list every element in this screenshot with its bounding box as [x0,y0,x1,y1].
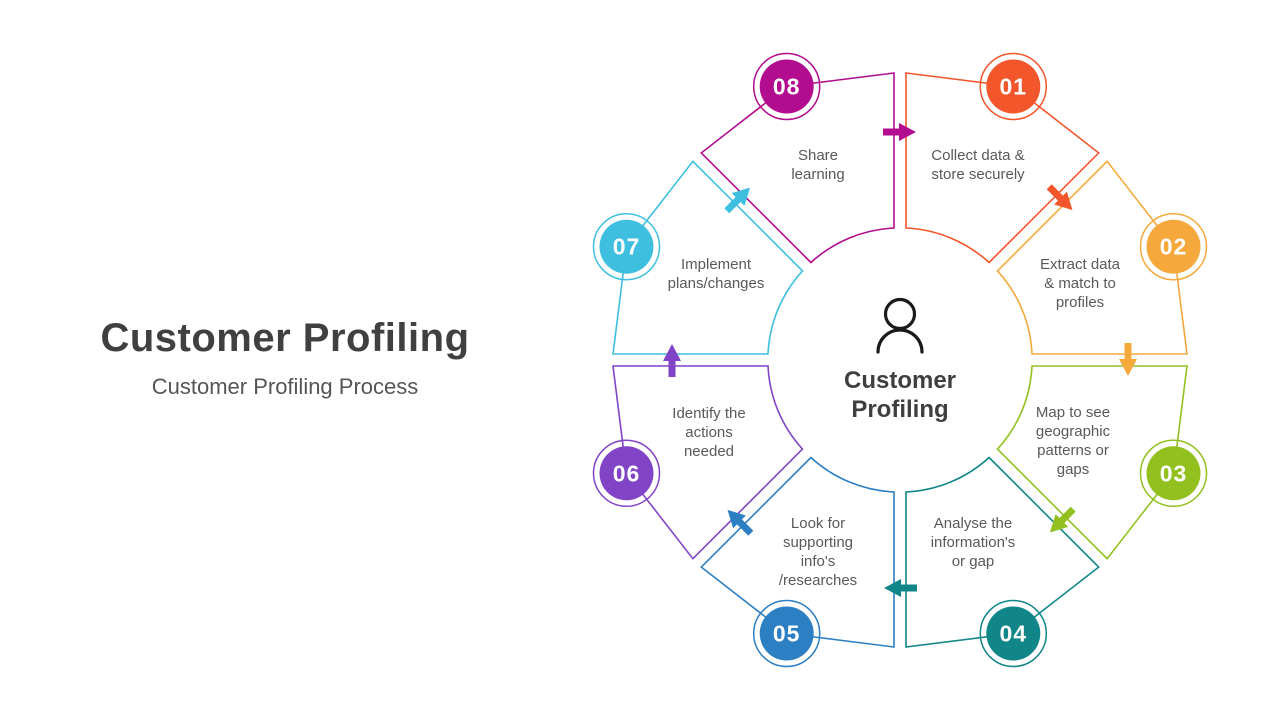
step-07-badge-ring [592,212,661,281]
step-01-label: Collect data & store securely [931,147,1025,183]
step-02-number: 02 [1160,234,1188,260]
step-01-number: 01 [1000,74,1028,100]
step-06-label: Identify the actions needed [672,405,746,460]
step-03-badge [1146,446,1201,501]
wedge-step-01 [905,72,1100,264]
arrow-01-to-02-icon [1046,184,1073,211]
wedge-step-05 [700,456,895,648]
person-icon [876,297,924,354]
wedge-step-02 [996,160,1188,355]
wedge-step-04 [905,456,1100,648]
title-block: Customer Profiling Customer Profiling Pr… [20,316,550,400]
step-08-badge-ring [752,52,821,121]
step-04-number: 04 [1000,621,1028,647]
page-title: Customer Profiling [100,316,470,360]
step-07-label: Implement plans/changes [667,256,765,292]
wedge-step-06 [612,365,804,560]
step-04-badge-ring [979,599,1048,668]
step-04-badge [986,606,1041,661]
step-07-number: 07 [613,234,641,260]
step-05-label: Look for supporting info's /researches [778,515,858,589]
step-01-badge-ring [979,52,1048,121]
step-03-label: Map to see geographic patterns or gaps [1035,404,1111,478]
step-02-label: Extract data & match to profiles [1039,256,1121,311]
wedge-step-08 [700,72,895,264]
step-02-badge [1146,219,1201,274]
wedge-step-07 [612,160,804,355]
step-03-badge-ring [1139,439,1208,508]
step-08-number: 08 [773,74,801,100]
arrow-03-to-04-icon [1049,506,1076,533]
step-02-badge-ring [1139,212,1208,281]
arrow-06-to-07-icon [663,344,681,377]
arrow-08-to-01-icon [883,123,916,141]
wedge-step-03 [996,365,1188,560]
diagram-center-label: Customer Profiling [843,367,957,423]
step-01-badge [986,59,1041,114]
step-08-label: Share learning [791,147,845,183]
arrow-04-to-05-icon [884,579,917,597]
step-07-badge [599,219,654,274]
step-06-badge [599,446,654,501]
arrow-07-to-08-icon [724,187,751,214]
arrow-02-to-03-icon [1119,343,1137,376]
step-04-label: Analyse the information's or gap [930,515,1016,570]
step-08-badge [759,59,814,114]
step-06-number: 06 [613,460,641,486]
arrow-05-to-06-icon [727,509,754,536]
page-subtitle: Customer Profiling Process [151,374,419,399]
step-03-number: 03 [1160,460,1188,486]
step-05-badge [759,606,814,661]
step-05-number: 05 [773,621,801,647]
step-05-badge-ring [752,599,821,668]
step-06-badge-ring [592,439,661,508]
